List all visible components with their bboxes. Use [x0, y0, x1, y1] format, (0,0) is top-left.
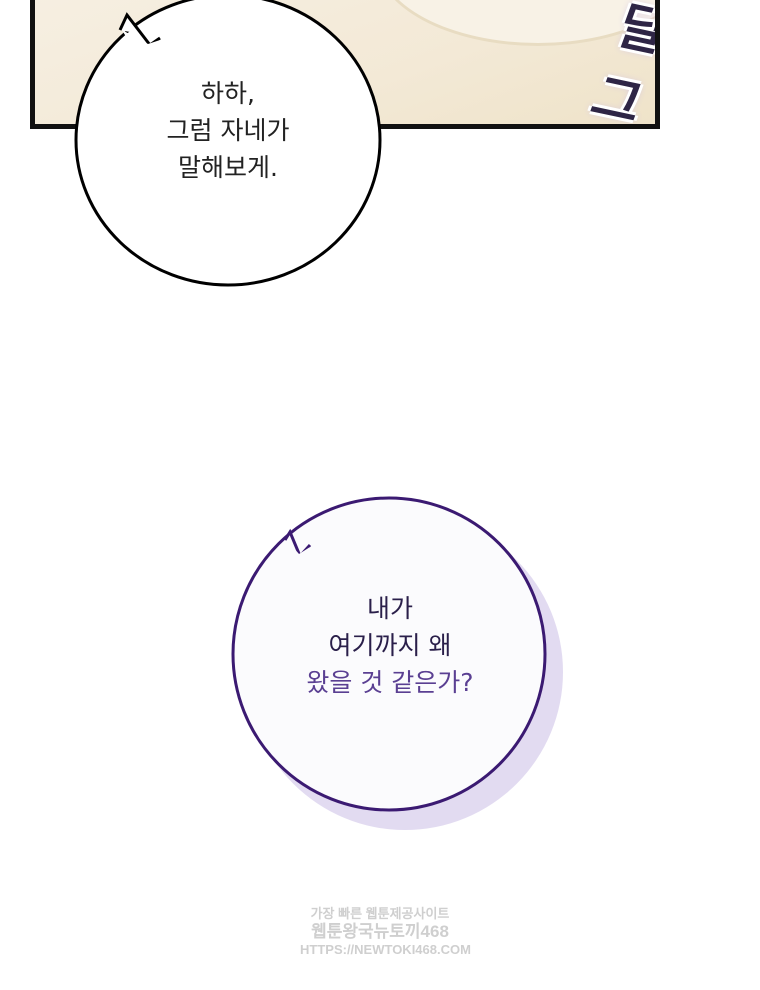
bubble-2-text: 내가 여기까지 왜 왔을 것 같은가? [235, 590, 545, 701]
bubble-2-line: 왔을 것 같은가? [306, 668, 474, 697]
bubble-1-line: 말해보게. [178, 153, 278, 182]
watermark-line: HTTPS://NEWTOKI468.COM [300, 942, 471, 957]
bubble-1-line: 그럼 자네가 [166, 116, 290, 145]
watermark-line: 웹툰왕국뉴토끼468 [311, 922, 449, 941]
bubble-2-line: 내가 [366, 594, 413, 623]
speech-bubble-2 [231, 496, 563, 830]
speech-bubble-1 [74, 0, 382, 287]
bubble-1-text: 하하, 그럼 자네가 말해보게. [78, 75, 378, 186]
watermark-line: 가장 빠른 웹툰제공사이트 [310, 906, 450, 921]
bubble-1-line: 하하, [201, 79, 255, 108]
watermark: 가장 빠른 웹툰제공사이트 웹툰왕국뉴토끼468 HTTPS://NEWTOKI… [300, 905, 471, 959]
bubble-2-line: 여기까지 왜 [328, 631, 452, 660]
